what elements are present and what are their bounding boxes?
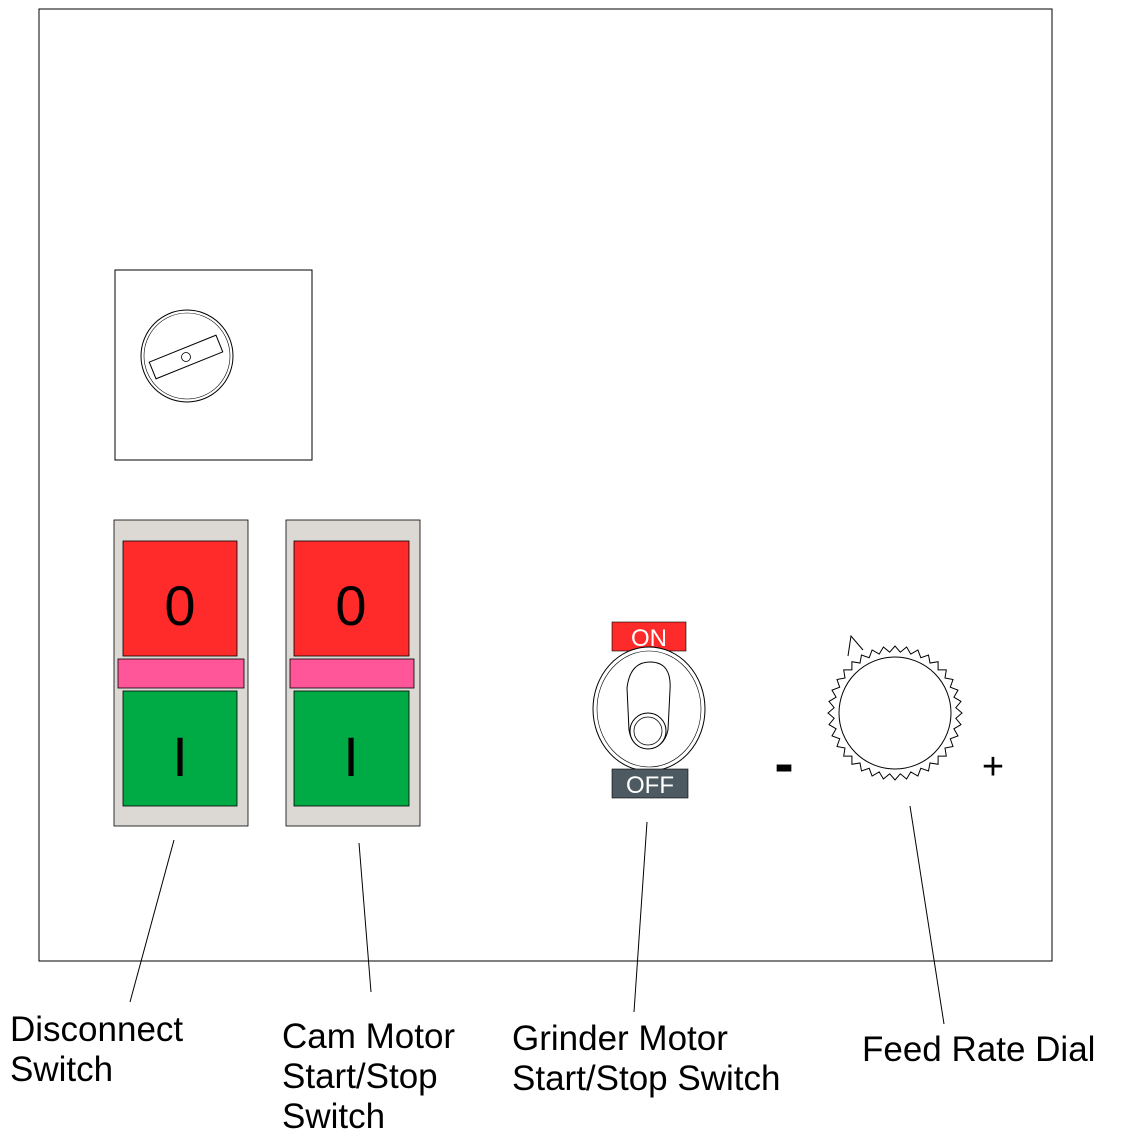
grinder-motor-switch: ON OFF — [592, 621, 706, 799]
disconnect-stop-button[interactable] — [122, 540, 238, 657]
callout-grinder-motor-switch: Grinder Motor Start/Stop Switch — [512, 1019, 781, 1098]
disconnect-stop-label: 0 — [164, 574, 195, 637]
cam-motor-indicator-bar — [289, 658, 415, 689]
grinder-on-plate — [611, 621, 687, 652]
cam-motor-switch: 0 I — [285, 519, 421, 827]
grinder-off-plate — [611, 768, 689, 799]
leader-line-feed-rate — [909, 805, 945, 1025]
feed-rate-plus-label: + — [982, 746, 1004, 788]
cam-motor-stop-label: 0 — [335, 574, 366, 637]
cam-motor-start-button[interactable] — [293, 690, 410, 807]
cam-motor-stop-button[interactable] — [293, 540, 410, 657]
rotary-key-slot — [148, 334, 224, 380]
grinder-toggle-bezel-inner — [596, 650, 702, 768]
callout-disconnect-switch: Disconnect Switch — [10, 1010, 184, 1089]
feed-rate-minus-label: - — [774, 731, 793, 796]
leader-line-grinder — [633, 821, 648, 1013]
disconnect-start-label: I — [172, 725, 188, 788]
leader-line-disconnect — [129, 839, 175, 1003]
disconnect-indicator-bar — [117, 658, 245, 689]
leader-line-cam-motor — [358, 842, 372, 993]
rotary-key-knob-inner — [143, 312, 231, 400]
rotary-key-switch[interactable] — [114, 269, 313, 461]
callout-cam-motor-switch: Cam Motor Start/Stop Switch — [282, 1017, 456, 1136]
grinder-off-label: OFF — [626, 772, 674, 799]
disconnect-switch: 0 I — [113, 519, 249, 827]
disconnect-start-button[interactable] — [122, 690, 238, 807]
feed-rate-knob-face — [838, 656, 952, 770]
cam-motor-start-label: I — [343, 725, 359, 788]
callout-feed-rate-dial: Feed Rate Dial — [862, 1030, 1096, 1069]
feed-rate-pointer-icon — [847, 634, 864, 657]
grinder-toggle-lever[interactable] — [626, 661, 671, 750]
feed-rate-dial[interactable]: - + — [774, 634, 1004, 796]
